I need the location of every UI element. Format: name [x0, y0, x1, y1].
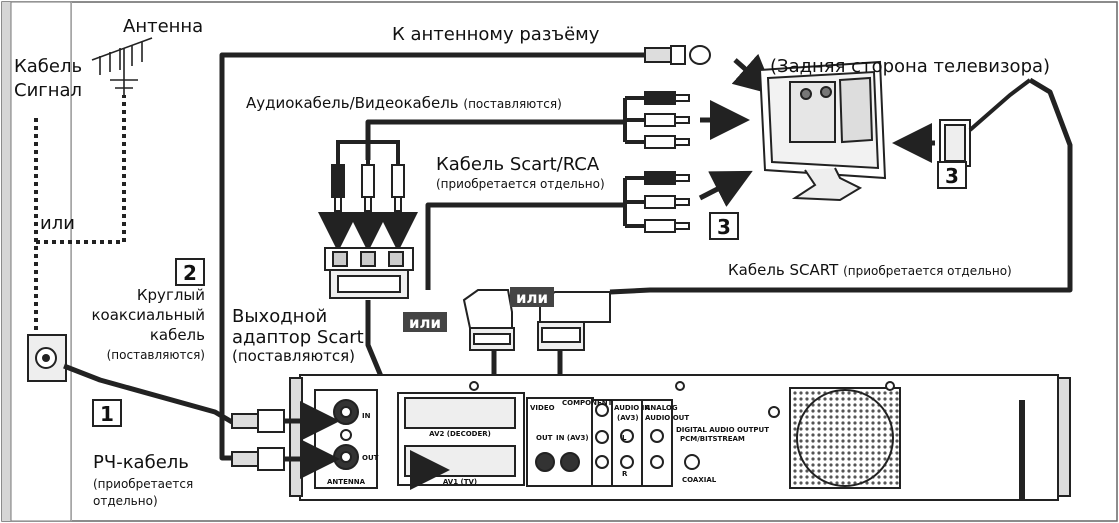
- rf-note-2: отдельно): [93, 494, 158, 508]
- panel-in-av3-label: IN (AV3): [556, 434, 589, 442]
- round-coax-note: (поставляются): [107, 348, 205, 362]
- scart-plug-1: [462, 289, 515, 351]
- rca-bundle-mid: [623, 171, 690, 233]
- or-label-low: или: [409, 314, 441, 332]
- step-1-number: 1: [100, 402, 114, 426]
- panel-audio-in-label: AUDIO IN: [614, 404, 650, 412]
- panel-in-label: IN: [362, 412, 371, 420]
- output-adapter-note: (поставляются): [232, 347, 355, 365]
- tv-rear-label: (Задняя сторона телевизора): [770, 56, 1050, 77]
- scart-cable-label: Кабель SCART (приобретается отдельно): [728, 261, 1012, 279]
- rca-bundle-top: [623, 91, 690, 149]
- or-badge-mid: [510, 287, 554, 307]
- scart-output-adapter: [324, 247, 414, 299]
- antenna-icon: [91, 37, 153, 95]
- av-cable-label: Аудиокабель/Видеокабель (поставляются): [246, 94, 562, 112]
- cable-signal-label-2: Сигнал: [14, 80, 82, 101]
- step-badges: [92, 161, 967, 427]
- panel-audio-out-label: AUDIO OUT: [645, 414, 689, 422]
- rf-note-1: (приобретается: [93, 477, 193, 491]
- or-badge-low: [403, 312, 447, 332]
- panel-out-label: OUT: [362, 454, 379, 462]
- panel-av2-label: AV2 (DECODER): [429, 430, 491, 438]
- or-label-mid: или: [516, 289, 548, 307]
- or-label-left: или: [40, 213, 75, 234]
- arrows-to-recorder: [285, 401, 450, 490]
- cable-signal-label-1: Кабель: [14, 56, 82, 77]
- panel-r-label: R: [622, 470, 628, 478]
- arrows-to-adapter: [318, 212, 418, 252]
- output-adapter-label-2: адаптор Scart: [232, 327, 364, 348]
- panel-av1-label: AV1 (TV): [443, 478, 477, 486]
- round-coax-label-2: коаксиальный: [91, 306, 205, 324]
- panel-av3-label: (AV3): [617, 414, 639, 422]
- panel-digital-output-label: DIGITAL AUDIO OUTPUT: [676, 426, 769, 434]
- antenna-label: Антенна: [123, 16, 203, 37]
- scart-rca-label: Кабель Scart/RCA: [436, 154, 600, 175]
- arrows-to-tv: [698, 53, 935, 207]
- to-antenna-jack-label: К антенному разъёму: [392, 24, 600, 45]
- panel-component-label: COMPONENT: [562, 399, 613, 407]
- panel-pcm-label: PCM/BITSTREAM: [680, 435, 745, 443]
- scart-rca-note: (приобретается отдельно): [436, 177, 605, 191]
- tv-scart-plug: [939, 78, 1032, 167]
- panel-l-label: L: [622, 434, 627, 442]
- step-3-number-mid: 3: [717, 215, 731, 239]
- round-coax-label-1: Круглый: [137, 286, 205, 304]
- panel-coaxial-label: COAXIAL: [682, 476, 717, 484]
- rca-plugs-down: [331, 140, 405, 212]
- rf-cable-label: РЧ-кабель: [93, 452, 189, 473]
- scart-plug-2: [537, 291, 611, 351]
- wall-socket: [27, 334, 67, 382]
- panel-video-label: VIDEO: [530, 404, 555, 412]
- wall-panel: [10, 1, 72, 522]
- antenna-plug: [644, 45, 711, 65]
- panel-out2-label: OUT: [536, 434, 553, 442]
- panel-antenna-label: ANTENNA: [327, 478, 366, 486]
- rf-plugs-recorder: [231, 409, 285, 471]
- round-coax-label-3: кабель: [150, 326, 205, 344]
- tv-rear-illustration: [758, 60, 887, 202]
- step-2-number: 2: [183, 261, 197, 285]
- signal-dotted-lines: [34, 95, 126, 335]
- panel-analog-label: ANALOG: [645, 404, 678, 412]
- output-adapter-label-1: Выходной: [232, 306, 327, 327]
- step-3-number-right: 3: [945, 164, 959, 188]
